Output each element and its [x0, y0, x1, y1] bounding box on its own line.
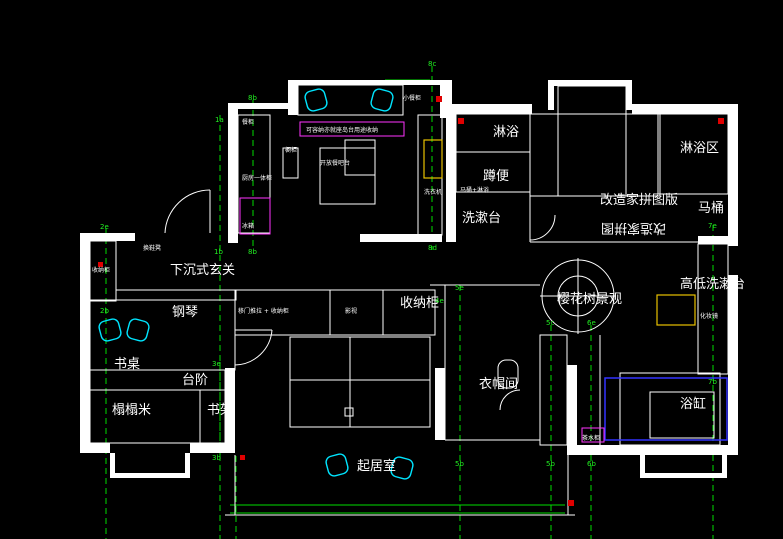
- partitions: [89, 84, 729, 516]
- axis-5c: 5c: [546, 319, 554, 327]
- chairs: [98, 88, 414, 480]
- note-shoe-cabinet: 收纳柜: [92, 266, 110, 274]
- label-bookcase: 书架: [207, 403, 233, 418]
- axis-3e: 3e: [212, 360, 221, 368]
- label-renovate: 改造家拼图版: [600, 192, 678, 208]
- axis-8d: 8d: [428, 244, 437, 252]
- axis-1b: 1b: [214, 248, 223, 256]
- label-piano: 钢琴: [172, 305, 198, 320]
- room-labels: 下沉式玄关 钢琴 书桌 台阶 榻榻米 书架 起居室 收纳柜 淋浴 蹲便 洗漱台 …: [112, 125, 745, 474]
- axis-6b: 6b: [587, 460, 596, 468]
- label-living: 起居室: [357, 458, 396, 474]
- label-entrance: 下沉式玄关: [170, 263, 235, 278]
- note-vanity: 化妆镜: [700, 312, 718, 320]
- axis-2b: 2b: [100, 307, 109, 315]
- axis-lines: [105, 66, 714, 539]
- walls: [80, 80, 738, 478]
- axis-5b-2: 5b: [546, 460, 555, 468]
- label-wash-left: 洗漱台: [462, 211, 501, 226]
- axis-markers: 1a 8b 8c 1b 8b 8d 2e 2b 3e 3b 5e 4e 5c 6…: [100, 60, 717, 468]
- note-tea-cabinet: 茶水柜: [582, 434, 600, 442]
- axis-7e: 7e: [708, 222, 717, 230]
- axis-5b: 5b: [455, 460, 464, 468]
- axis-3b: 3b: [212, 454, 221, 462]
- note-island: 可容纳亦就座岛台用途收纳: [306, 126, 378, 134]
- axis-2e: 2e: [100, 223, 109, 231]
- label-desk: 书桌: [114, 357, 140, 372]
- small-notes: 冰箱 厨房一体柜 橱柜 餐柜 可容纳亦就座岛台用途收纳 开放餐吧台 小餐柜 换鞋…: [92, 94, 718, 442]
- note-sideboard: 餐柜: [242, 118, 254, 126]
- fixtures: [98, 96, 728, 506]
- label-cherry-view: 樱花树景观: [557, 291, 622, 307]
- note-cabinet: 橱柜: [285, 146, 297, 154]
- note-washer: 洗衣机: [424, 188, 442, 196]
- label-tatami: 榻榻米: [112, 403, 151, 418]
- label-toilet-right: 马桶: [698, 201, 724, 216]
- note-island-sink: 开放餐吧台: [320, 159, 350, 167]
- axis-7b: 7b: [708, 378, 717, 386]
- axis-8c: 8c: [428, 60, 436, 68]
- note-small-cabinet: 小餐柜: [403, 94, 421, 102]
- cherry-tree-feature: [540, 258, 616, 334]
- label-steps: 台阶: [182, 373, 208, 388]
- note-tv: 影视: [345, 307, 357, 315]
- label-renovate-mirror: 改造家拼图: [601, 220, 666, 236]
- axis-8b-low: 8b: [248, 248, 257, 256]
- axis-8b: 8b: [248, 94, 257, 102]
- label-bathtub: 浴缸: [680, 396, 706, 412]
- axis-1a: 1a: [215, 116, 224, 124]
- label-shower-right: 淋浴区: [680, 141, 719, 156]
- axis-5e: 5e: [455, 284, 464, 292]
- axis-4e: 4e: [435, 297, 444, 305]
- note-shoe: 换鞋凳: [143, 244, 161, 252]
- label-shower-left: 淋浴: [493, 125, 519, 140]
- axis-6e: 6e: [587, 319, 596, 327]
- note-wc: 马桶+淋浴: [460, 186, 489, 194]
- note-fridge: 冰箱: [242, 222, 254, 230]
- label-toilet-left: 蹲便: [483, 169, 509, 184]
- label-high-low-wash: 高低洗漱台: [680, 276, 745, 292]
- label-storage: 收纳柜: [400, 296, 439, 311]
- door-swings: [164, 189, 556, 411]
- label-cloakroom: 衣帽间: [479, 376, 518, 392]
- note-wall: 移门推拉 + 收纳柜: [238, 307, 289, 315]
- note-kitchen-bar: 厨房一体柜: [242, 174, 272, 182]
